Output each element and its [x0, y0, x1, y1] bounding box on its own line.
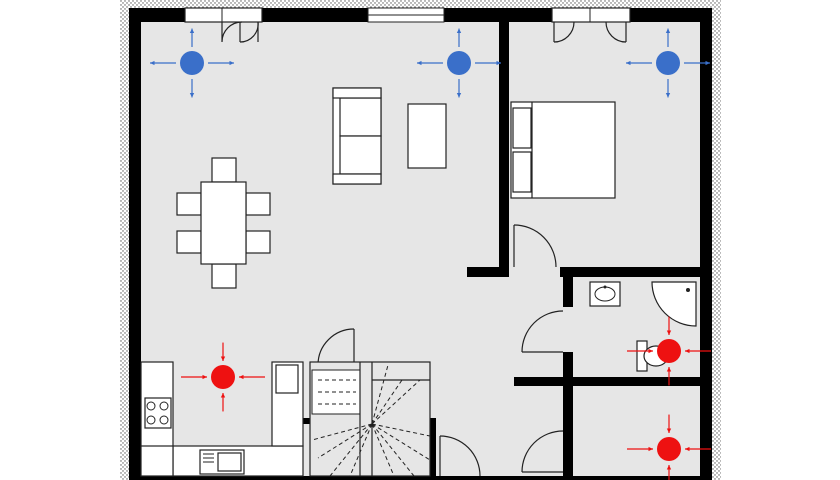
exhaust-diffuser-wc — [627, 414, 711, 480]
exhaust-diffuser-icon — [211, 365, 235, 389]
exterior-wall-hatch — [120, 0, 721, 480]
sink-icon — [589, 281, 621, 307]
exhaust-diffusers — [181, 316, 711, 480]
supply-diffuser-living-left — [150, 28, 234, 98]
double-bed-icon — [510, 101, 616, 199]
exhaust-diffuser-icon — [657, 339, 681, 363]
stove-icon — [144, 397, 172, 429]
staircase-icon — [309, 361, 431, 477]
dining-table-icon — [176, 157, 271, 289]
supply-diffuser-icon — [447, 51, 471, 75]
supply-diffuser-living-right — [417, 28, 501, 98]
kitchen-sink-icon — [199, 449, 245, 475]
supply-diffuser-icon — [656, 51, 680, 75]
supply-diffusers — [150, 28, 710, 98]
fridge-icon — [275, 364, 299, 394]
coffee-table-icon — [407, 103, 447, 169]
supply-diffuser-icon — [180, 51, 204, 75]
sofa-icon — [332, 87, 382, 185]
exhaust-diffuser-icon — [657, 437, 681, 461]
exhaust-diffuser-bathroom — [627, 316, 711, 386]
exhaust-diffuser-kitchen — [181, 342, 265, 412]
supply-diffuser-bedroom — [626, 28, 710, 98]
window-living — [367, 7, 445, 23]
